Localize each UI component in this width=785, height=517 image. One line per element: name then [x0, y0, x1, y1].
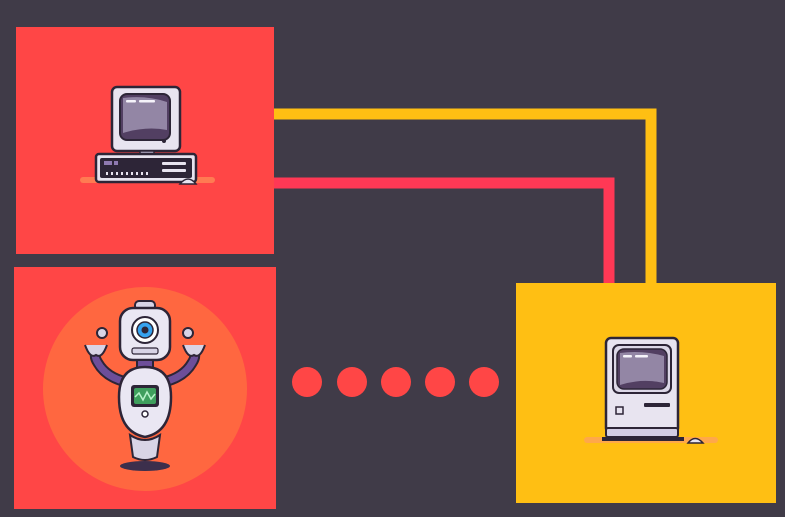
desktop-computer-panel [16, 27, 274, 254]
connector-dot [425, 367, 455, 397]
yellow-wire-connector [274, 108, 657, 283]
desktop-computer-icon [80, 85, 215, 185]
robot-panel [14, 267, 276, 509]
connector-dot [469, 367, 499, 397]
red-wire-connector [274, 177, 615, 283]
classic-mac-panel [516, 283, 776, 503]
connector-dot [381, 367, 411, 397]
connector-dot [292, 367, 322, 397]
classic-mac-icon [584, 336, 718, 444]
robot-icon [84, 300, 206, 471]
connector-dot [337, 367, 367, 397]
